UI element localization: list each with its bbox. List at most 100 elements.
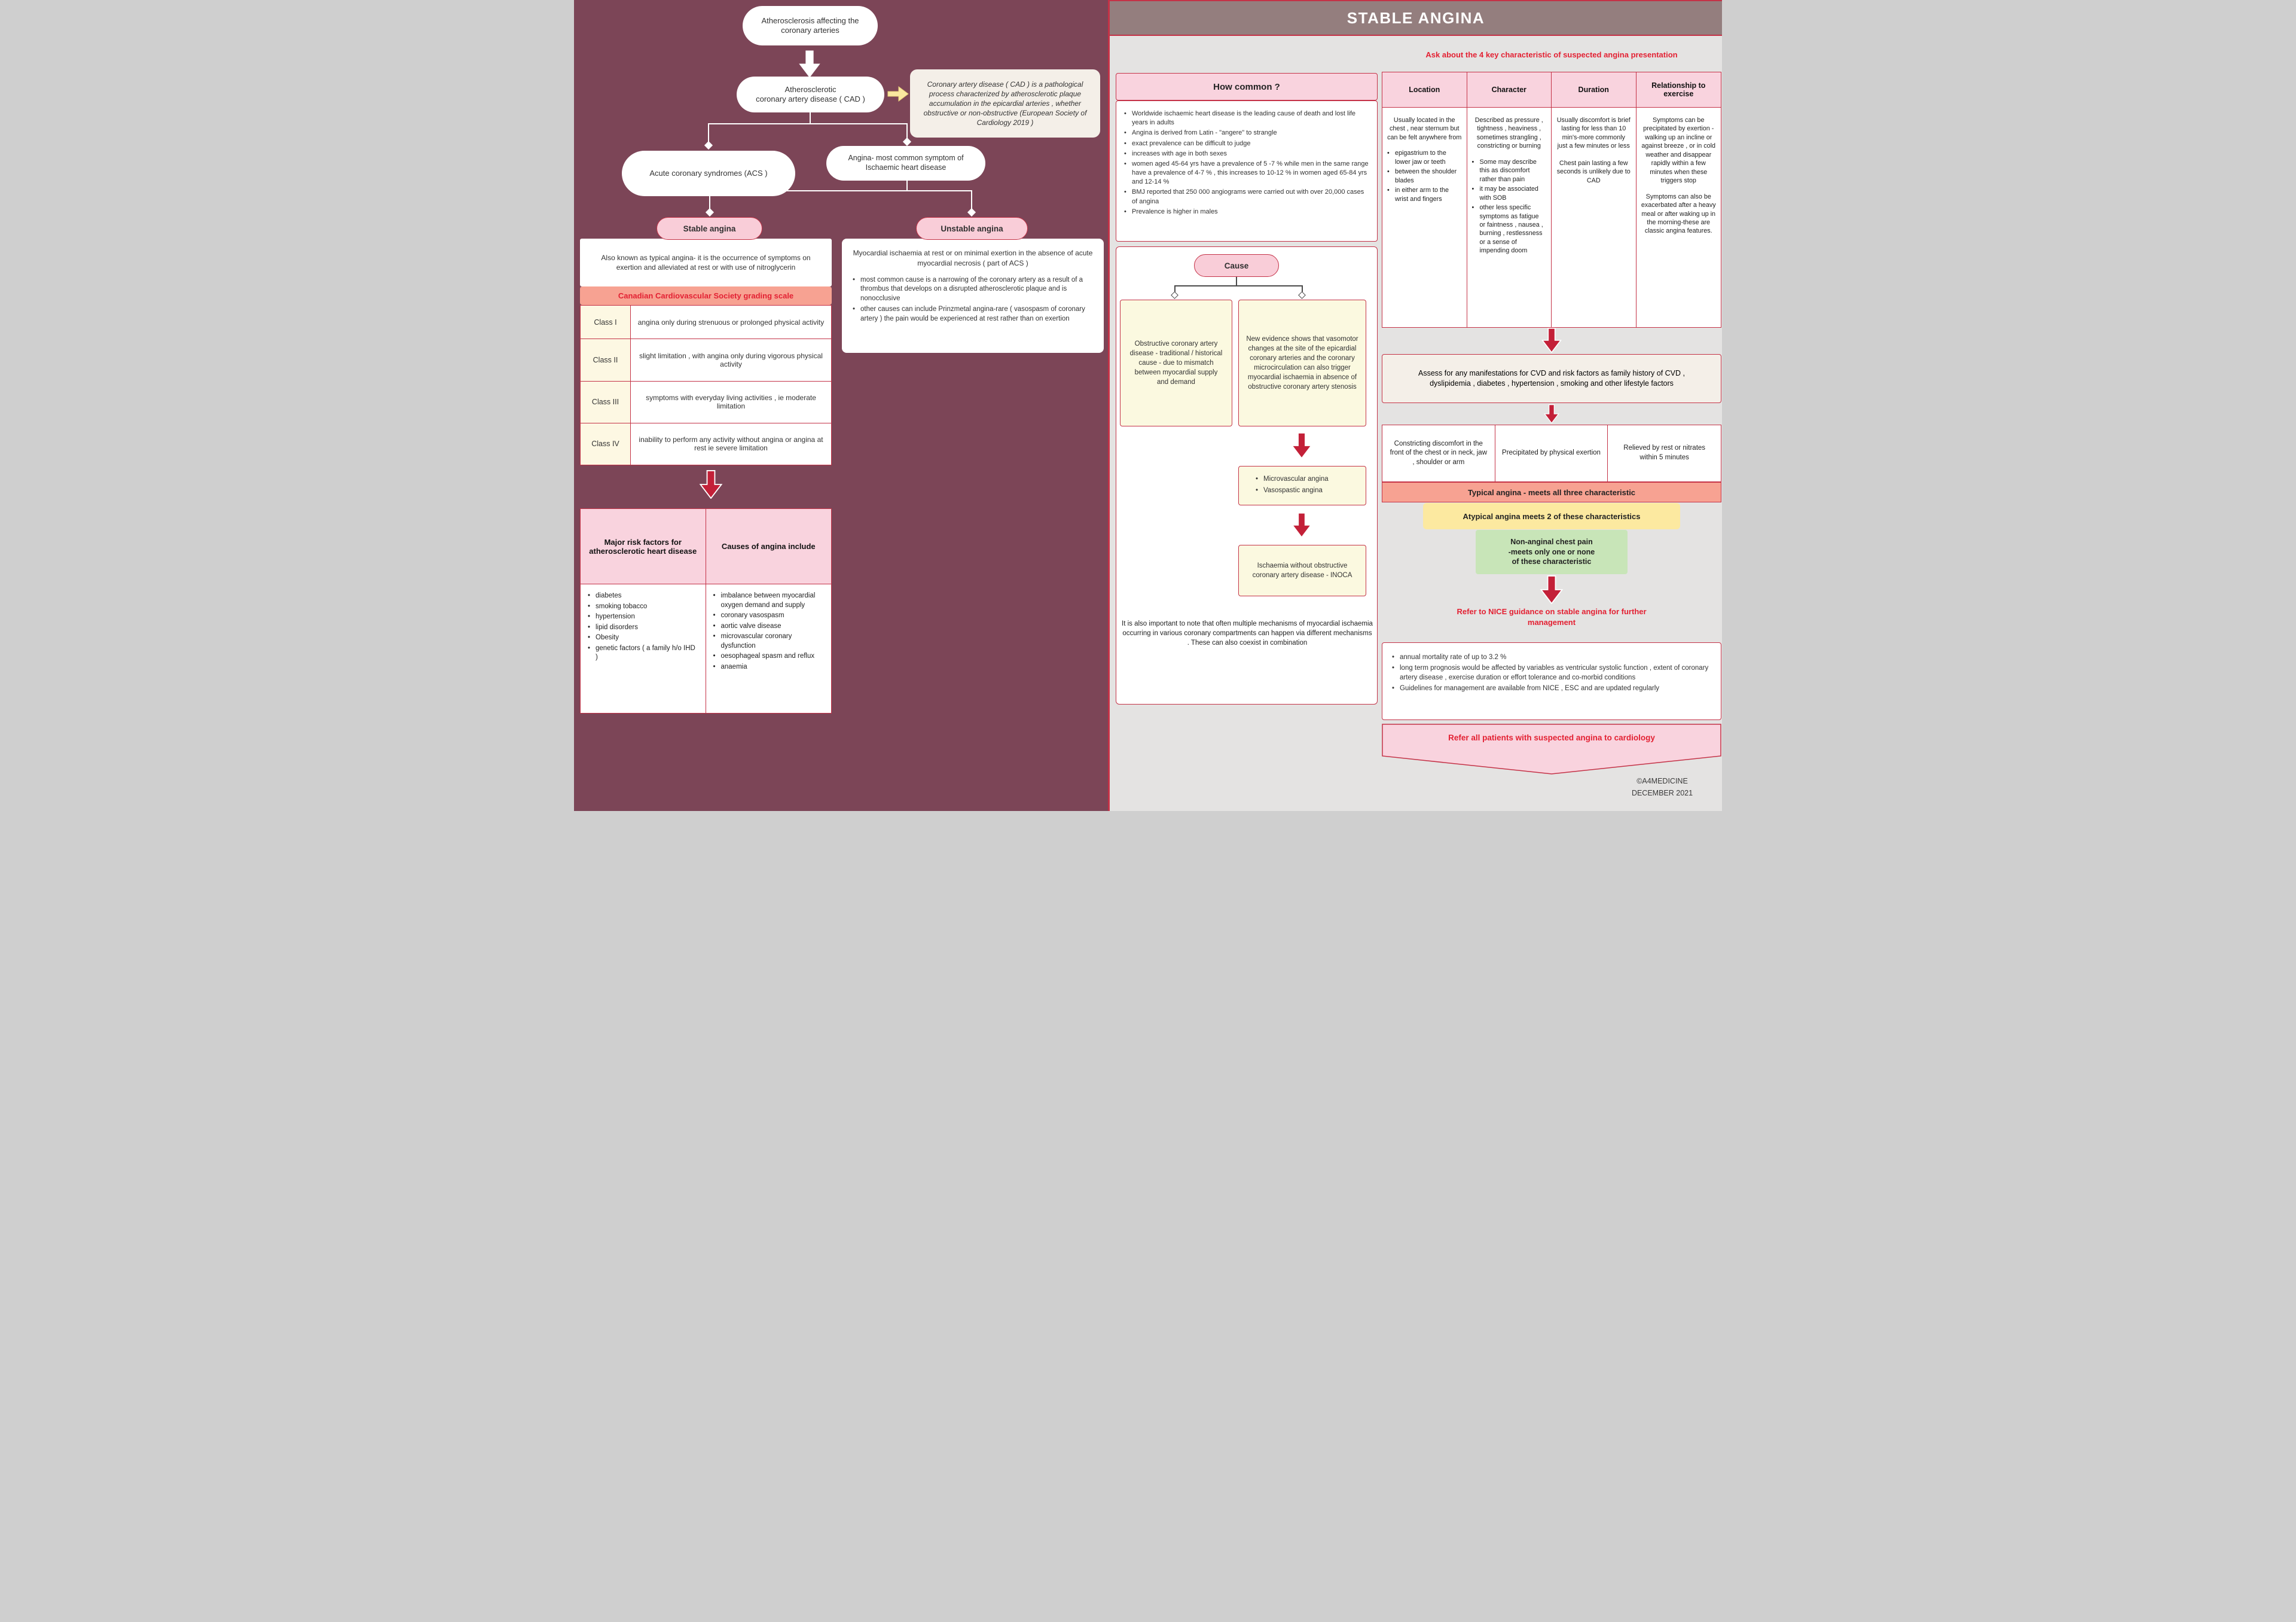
connector-line — [1174, 285, 1303, 286]
list-item: Microvascular angina — [1256, 474, 1329, 484]
connector-line — [971, 190, 972, 211]
column-header-location: Location — [1382, 72, 1467, 108]
connector-line — [906, 123, 908, 140]
unstable-intro: Myocardial ischaemia at rest or on minim… — [853, 249, 1093, 267]
angina-causes-list: imbalance between myocardial oxygen dema… — [706, 584, 832, 713]
stable-angina-pill: Stable angina — [657, 217, 762, 240]
list-item: imbalance between myocardial oxygen dema… — [713, 592, 826, 610]
list-item: Prevalence is higher in males — [1124, 208, 1369, 217]
class-label: Class III — [581, 381, 631, 423]
risk-table-header: Major risk factors for atherosclerotic h… — [581, 509, 706, 584]
relationship-cell: Symptoms can be precipitated by exertion… — [1636, 108, 1721, 327]
connector-line — [1302, 285, 1303, 294]
panel-divider-line — [1108, 0, 1110, 811]
class-desc: slight limitation , with angina only dur… — [631, 339, 831, 382]
list-item: other less specific symptoms as fatigue … — [1472, 203, 1547, 255]
connector-line — [810, 112, 811, 123]
list-item: increases with age in both sexes — [1124, 150, 1369, 158]
cause-pill: Cause — [1194, 254, 1279, 277]
atypical-angina-bar: Atypical angina meets 2 of these charact… — [1423, 503, 1680, 529]
ccs-class-table: Class I angina only during strenuous or … — [580, 305, 832, 465]
refer-all-banner: Refer all patients with suspected angina… — [1382, 724, 1721, 775]
cause-obstructive-box: Obstructive coronary artery disease - tr… — [1120, 300, 1232, 426]
connector-line — [708, 123, 709, 144]
three-characteristics-row: Constricting discomfort in the front of … — [1382, 425, 1721, 482]
list-item: hypertension — [588, 612, 700, 622]
list-item: BMJ reported that 250 000 angiograms wer… — [1124, 188, 1369, 206]
class-desc: symptoms with everyday living activities… — [631, 382, 831, 423]
list-item: it may be associated with SOB — [1472, 185, 1547, 202]
class-desc: inability to perform any activity withou… — [639, 435, 823, 453]
right-arrow-icon — [887, 86, 909, 102]
column-header-relationship: Relationship to exercise — [1636, 72, 1721, 108]
column-header-duration: Duration — [1552, 72, 1636, 108]
cause-note: It is also important to note that often … — [1122, 620, 1373, 647]
list-item: in either arm to the wrist and fingers — [1387, 186, 1462, 203]
list-item: Worldwide ischaemic heart disease is the… — [1124, 109, 1369, 127]
class-label: Class II — [581, 339, 631, 382]
characteristic-box: Relieved by rest or nitrates within 5 mi… — [1623, 444, 1706, 461]
nice-guidance-text: Refer to NICE guidance on stable angina … — [1457, 607, 1647, 627]
list-item: smoking tobacco — [588, 602, 700, 612]
relationship-para1: Symptoms can be precipitated by exertion… — [1641, 117, 1716, 185]
list-item: oesophageal spasm and reflux — [713, 652, 826, 661]
list-item: coronary vasospasm — [713, 611, 826, 621]
inoca-box: Ischaemia without obstructive coronary a… — [1238, 545, 1366, 596]
key-characteristics-subtitle: Ask about the 4 key characteristic of su… — [1425, 50, 1678, 59]
list-item: lipid disorders — [588, 623, 700, 633]
down-arrow-icon — [1541, 328, 1562, 353]
duration-cell: Usually discomfort is brief lasting for … — [1552, 108, 1636, 327]
duration-para1: Usually discomfort is brief lasting for … — [1556, 117, 1631, 150]
page-title: STABLE ANGINA — [1110, 0, 1722, 36]
how-common-body: Worldwide ischaemic heart disease is the… — [1116, 100, 1378, 242]
character-intro: Described as pressure , tightness , heav… — [1474, 117, 1543, 150]
node-atherosclerosis: Atherosclerosis affecting the coronary a… — [743, 6, 878, 45]
connector-line — [708, 123, 908, 124]
node-cad: Atherosclerotic coronary artery disease … — [737, 77, 884, 112]
character-cell: Described as pressure , tightness , heav… — [1467, 108, 1552, 327]
characteristic-box: Constricting discomfort in the front of … — [1382, 425, 1495, 481]
down-arrow-icon — [700, 470, 722, 499]
class-label: Class I — [581, 306, 631, 340]
class-desc: angina only during strenuous or prolonge… — [631, 306, 831, 340]
list-item: Some may describe this as discomfort rat… — [1472, 158, 1547, 184]
node-acs: Acute coronary syndromes (ACS ) — [622, 151, 795, 196]
list-item: women aged 45-64 yrs have a prevalence o… — [1124, 160, 1369, 187]
connector-line — [1174, 285, 1176, 294]
characteristics-table: Location Character Duration Relationship… — [1382, 72, 1721, 328]
stable-intro-box: Also known as typical angina- it is the … — [580, 239, 832, 286]
down-arrow-icon — [1292, 513, 1312, 538]
down-arrow-icon — [1544, 404, 1559, 423]
list-item: Obesity — [588, 633, 700, 643]
risk-factor-list: diabetes smoking tobacco hypertension li… — [581, 584, 706, 713]
down-arrow-icon — [799, 50, 820, 78]
cause-section-box: Cause Obstructive coronary artery diseas… — [1116, 246, 1378, 705]
node-angina: Angina- most common symptom of Ischaemic… — [826, 146, 985, 181]
class-label: Class IV — [581, 423, 631, 465]
duration-para2: Chest pain lasting a few seconds is unli… — [1556, 159, 1631, 184]
list-item: diabetes — [588, 592, 700, 601]
credit-date: DECEMBER 2021 — [1631, 789, 1693, 797]
list-item: genetic factors ( a family h/o IHD ) — [588, 644, 700, 663]
list-item: anaemia — [713, 663, 826, 672]
connector-line — [1236, 277, 1237, 285]
connector-line — [709, 190, 972, 191]
diamond-arrowhead-icon — [1298, 291, 1306, 299]
prognosis-box: annual mortality rate of up to 3.2 % lon… — [1382, 642, 1721, 720]
causes-table-header: Causes of angina include — [706, 509, 831, 584]
infographic-canvas: Atherosclerosis affecting the coronary a… — [574, 0, 1722, 811]
list-item: other causes can include Prinzmetal angi… — [853, 305, 1093, 324]
angina-types-box: Microvascular angina Vasospastic angina — [1238, 466, 1366, 505]
non-anginal-box: Non-anginal chest pain -meets only one o… — [1476, 530, 1628, 574]
list-item: Angina is derived from Latin - "angere" … — [1124, 129, 1369, 138]
cad-definition-box: Coronary artery disease ( CAD ) is a pat… — [910, 69, 1100, 138]
credit-brand: ©A4MEDICINE — [1636, 777, 1688, 785]
list-item: Guidelines for management are available … — [1392, 684, 1711, 693]
down-arrow-icon — [1292, 432, 1312, 459]
list-item: most common cause is a narrowing of the … — [853, 276, 1093, 304]
risk-causes-table: Major risk factors for atherosclerotic h… — [580, 508, 832, 714]
unstable-angina-pill: Unstable angina — [916, 217, 1028, 240]
location-intro: Usually located in the chest , near ster… — [1387, 117, 1462, 141]
refer-all-text: Refer all patients with suspected angina… — [1448, 733, 1655, 742]
list-item: aortic valve disease — [713, 622, 826, 632]
